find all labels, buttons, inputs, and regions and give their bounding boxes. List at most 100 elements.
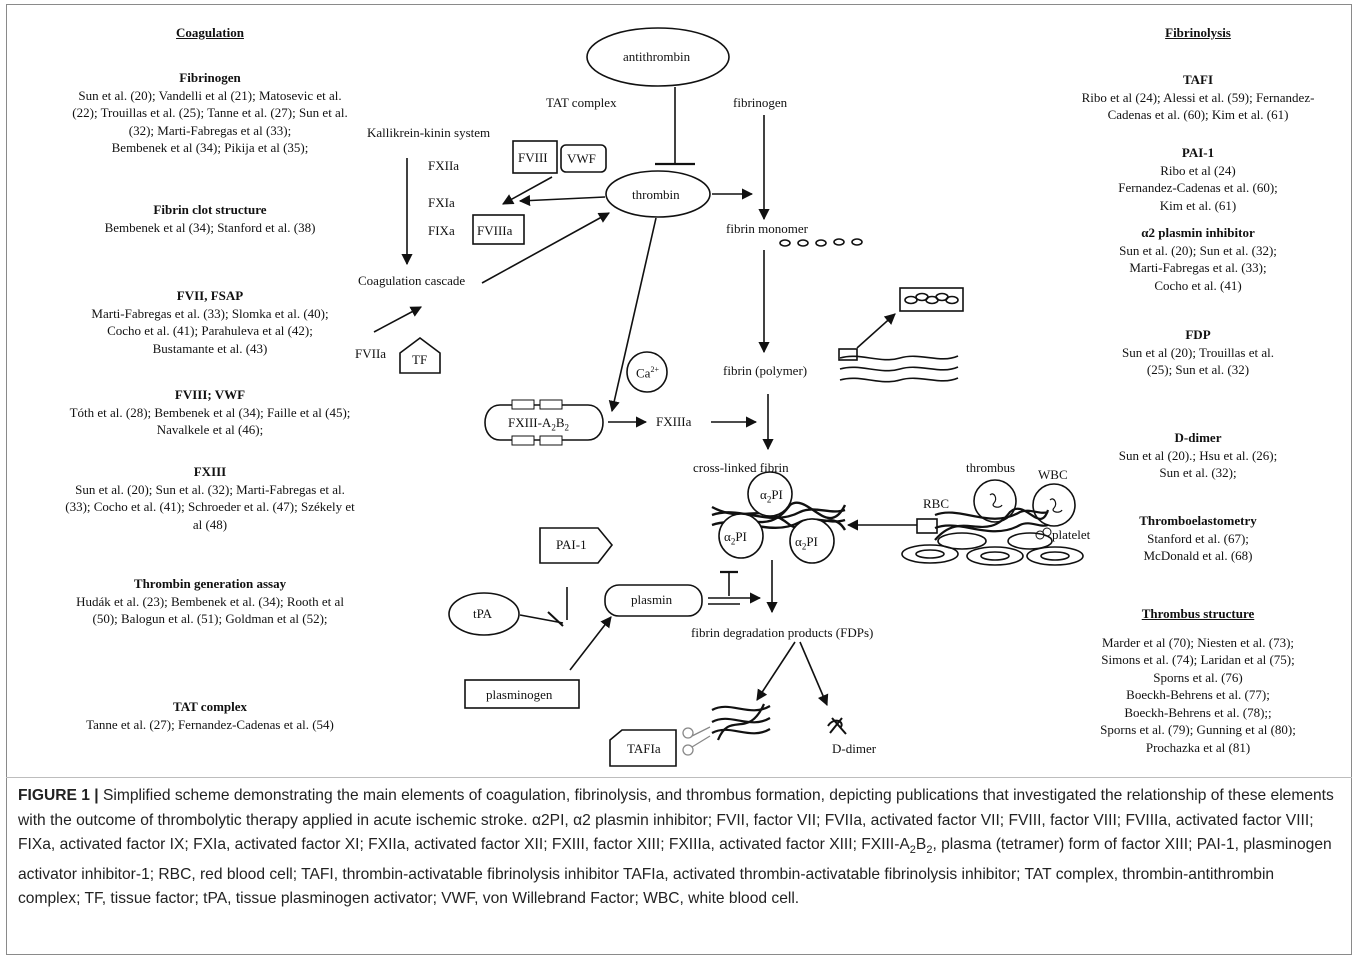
ref-line: (25); Sun et al. (32) <box>1146 362 1250 377</box>
a2pi-alpha: α <box>795 534 802 549</box>
ref-line: Cadenas et al. (60); Kim et al. (61) <box>1107 107 1289 122</box>
kallikrein-label: Kallikrein-kinin system <box>367 125 491 140</box>
fib-section-fdp: FDP Sun et al (20); Trouillas et al. (25… <box>1060 326 1336 379</box>
tat-complex-label: TAT complex <box>546 95 617 110</box>
ref-line: Fernandez-Cadenas et al. (60); <box>1118 180 1278 195</box>
ref-line: (50); Balogun et al. (51); Goldman et al… <box>92 611 328 626</box>
coagulation-title: Coagulation <box>176 25 244 40</box>
caption-text-b: B <box>915 836 927 853</box>
a2pi-alpha: α <box>724 529 731 544</box>
ref-line: Cocho et al. (41); Parahuleva et al (42)… <box>107 323 313 338</box>
wbc-label: WBC <box>1038 467 1068 482</box>
ref-line: al (48) <box>192 516 228 532</box>
rbc-cell <box>1026 546 1084 566</box>
coag-section-fxiii: FXIII Sun et al. (20); Sun et al. (32); … <box>30 463 390 533</box>
ref-line: Navalkele et al (46); <box>156 422 264 437</box>
fxiia-label: FXIIa <box>428 158 460 173</box>
a2pi-alpha: α <box>760 487 767 502</box>
polymer-strand <box>839 377 959 383</box>
thrombus-label: thrombus <box>966 460 1016 475</box>
fviiia-label: FVIIIa <box>477 223 513 238</box>
fibrinogen-label: fibrinogen <box>733 95 788 110</box>
scissors-icon <box>682 726 711 756</box>
ref-line: Sun et al (20).; Hsu et al. (26); <box>1118 447 1278 463</box>
section-heading: Fibrin clot structure <box>153 202 267 217</box>
ddimer-label: D-dimer <box>832 741 877 756</box>
ref-line: Ribo et al (24) <box>1160 162 1236 178</box>
fib-section-thromboelastometry: Thromboelastometry Stanford et al. (67);… <box>1060 512 1336 565</box>
ref-line: Bembenek et al (34); Pikija et al (35); <box>111 140 309 155</box>
a2pi-label: α2PI <box>760 487 783 505</box>
plasminogen-label: plasminogen <box>486 687 553 702</box>
fviii-arrow <box>502 176 553 205</box>
thrombus-inset-marker <box>916 518 938 534</box>
coag-section-fviii: FVIII; VWF Tóth et al. (28); Bembenek et… <box>30 386 390 439</box>
cascade-thrombin-arrow <box>481 212 610 284</box>
caption-text-end: , plasma (tetramer) form of factor XIII;… <box>18 836 1332 908</box>
a2pi-node <box>718 513 764 559</box>
antithrombin-label: antithrombin <box>623 49 691 64</box>
ref-line: (32); Marti-Fabregas et al (33); <box>128 122 292 138</box>
thrombus-structure-title: Thrombus structure <box>1141 606 1255 621</box>
coagulation-cascade-label: Coagulation cascade <box>358 273 466 288</box>
section-heading: TAFI <box>1182 72 1214 87</box>
fdp-fragment <box>711 717 771 724</box>
platelet-cell <box>1042 527 1052 537</box>
rbc-cell <box>980 551 1010 561</box>
ref-line: (22); Trouillas et al. (25); Tanne et al… <box>72 105 348 120</box>
coag-section-fibrinogen: Fibrinogen Sun et al. (20); Vandelli et … <box>30 69 390 157</box>
ref-line: Simons et al. (74); Laridan et al (75); <box>1101 652 1295 667</box>
a2pi-sub: 2 <box>766 494 772 505</box>
fxia-label: FXIa <box>428 195 455 210</box>
polymer-inset-box <box>899 287 964 312</box>
tpa-label: tPA <box>473 606 493 621</box>
wbc-cell <box>1032 483 1076 527</box>
caption-sub: 2 <box>926 844 933 857</box>
fxiii-subunit <box>539 399 563 410</box>
coagulation-column: Coagulation <box>30 24 390 42</box>
plasmin-box <box>604 584 703 617</box>
vwf-box <box>560 144 607 173</box>
fdp-products-arrow <box>756 641 796 701</box>
fxiii-shape <box>484 404 604 441</box>
monomer-dot <box>851 238 863 246</box>
antithrombin-node <box>586 27 730 87</box>
ref-line: Kim et al. (61) <box>1159 197 1237 213</box>
section-heading: FVII, FSAP <box>176 288 244 303</box>
ref-line: Cocho et al. (41) <box>1154 277 1242 293</box>
calcium-node <box>626 351 668 393</box>
thrombus-mesh <box>934 509 1049 520</box>
platelet-label: platelet <box>1052 527 1091 542</box>
polymer-inset-marker <box>838 348 858 361</box>
coag-section-fibrin-clot: Fibrin clot structure Bembenek et al (34… <box>30 201 390 236</box>
rbc-cell <box>901 544 959 564</box>
monomer-dot <box>833 238 845 246</box>
thrombin-label: thrombin <box>632 187 680 202</box>
thrombus-structure-section: Thrombus structure Marder et al (70); Ni… <box>1060 605 1336 756</box>
monomer-dot <box>797 239 809 247</box>
ref-line: Sun et al. (20); Vandelli et al (21); Ma… <box>78 87 342 103</box>
polymer-strand <box>839 366 959 372</box>
monomer-dot <box>779 239 791 247</box>
calcium-label: Ca2+ <box>636 365 659 381</box>
a2pi-pi: PI <box>771 487 783 502</box>
fdp-fragment <box>716 703 766 741</box>
tafia-label: TAFIa <box>627 741 661 756</box>
fxiii-text: FXIII-A <box>508 415 552 430</box>
fib-section-a2pi: α2 plasmin inhibitor Sun et al. (20); Su… <box>1060 224 1336 294</box>
calcium-sup: 2+ <box>650 365 659 374</box>
fxiiia-label: FXIIIa <box>656 414 692 429</box>
ref-line: Marder et al (70); Niesten et al. (73); <box>1101 634 1295 650</box>
wbc-nucleus <box>1049 498 1063 513</box>
rbc-cell <box>1040 551 1070 561</box>
fibrinolysis-title: Fibrinolysis <box>1165 25 1231 40</box>
a2pi-label: α2PI <box>724 529 747 547</box>
plasminogen-box <box>464 679 580 709</box>
fxiii-subunit <box>511 399 535 410</box>
fxiii-subunit <box>511 435 535 446</box>
polymer-inset-arrow <box>856 313 896 349</box>
monomer-dot <box>815 239 827 247</box>
fib-section-ddimer: D-dimer Sun et al (20).; Hsu et al. (26)… <box>1060 429 1336 482</box>
